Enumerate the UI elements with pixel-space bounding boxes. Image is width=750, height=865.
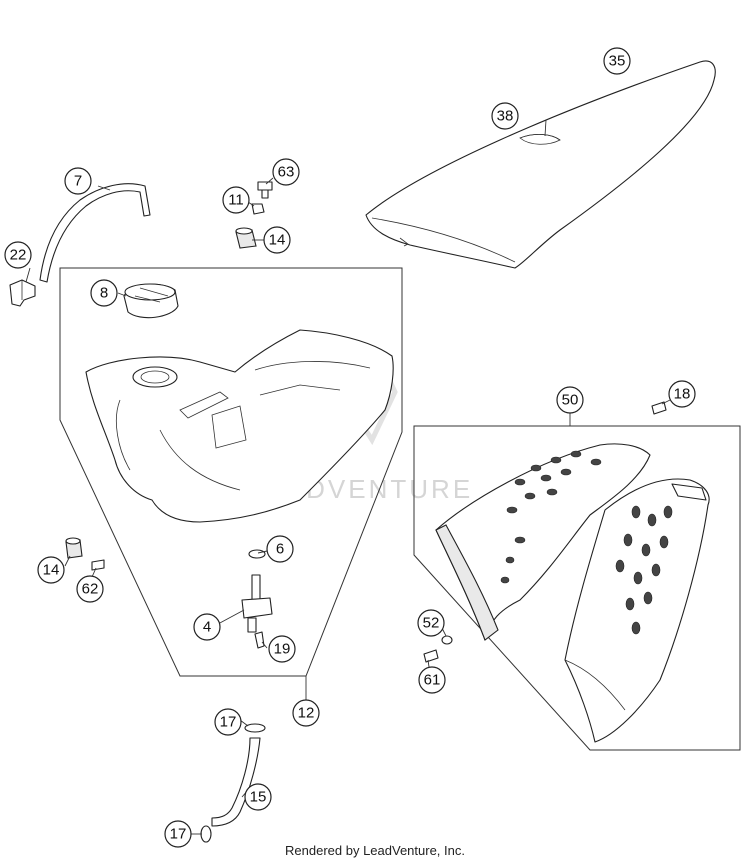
callout-7[interactable]: 7 <box>64 167 92 195</box>
callout-6-label: 6 <box>276 541 284 558</box>
callout-14-left-label: 14 <box>43 562 60 579</box>
callout-62[interactable]: 62 <box>76 575 104 603</box>
callout-50[interactable]: 50 <box>556 386 584 414</box>
side-covers-group-frame <box>413 425 741 751</box>
callout-11-label: 11 <box>228 192 244 209</box>
callout-38[interactable]: 38 <box>491 102 519 130</box>
callout-8[interactable]: 8 <box>90 279 118 307</box>
screw-63-part[interactable] <box>257 181 273 199</box>
callout-11[interactable]: 11 <box>222 186 250 214</box>
callout-17-bottom[interactable]: 17 <box>164 820 192 848</box>
fuel-hose-part[interactable] <box>211 737 261 827</box>
fuel-tap-part[interactable] <box>241 574 273 633</box>
callout-4-label: 4 <box>203 619 211 636</box>
callout-38-label: 38 <box>497 108 514 125</box>
rubber-spacer-14-part[interactable] <box>235 227 257 249</box>
o-ring-part[interactable] <box>248 549 266 559</box>
callout-22[interactable]: 22 <box>4 241 32 269</box>
callout-18-label: 18 <box>674 386 691 403</box>
callout-15-label: 15 <box>250 789 267 806</box>
callout-19-label: 19 <box>274 641 291 658</box>
fuel-cap-part[interactable] <box>123 283 179 319</box>
callout-50-label: 50 <box>562 392 579 409</box>
screw-19-part[interactable] <box>254 631 265 649</box>
callout-18[interactable]: 18 <box>668 380 696 408</box>
right-side-cover-part[interactable] <box>564 478 710 743</box>
callout-62-label: 62 <box>82 581 99 598</box>
callout-63[interactable]: 63 <box>272 158 300 186</box>
callout-17-bottom-label: 17 <box>170 826 187 843</box>
callout-15[interactable]: 15 <box>244 783 272 811</box>
callout-14-left[interactable]: 14 <box>37 556 65 584</box>
callout-7-label: 7 <box>74 173 82 190</box>
screw-61-part[interactable] <box>423 649 439 663</box>
callout-12-label: 12 <box>298 705 315 722</box>
rubber-spacer-14b-part[interactable] <box>65 537 83 559</box>
left-side-cover-part[interactable] <box>435 443 651 641</box>
hose-clamp-17b-part[interactable] <box>200 825 212 843</box>
callout-19[interactable]: 19 <box>268 635 296 663</box>
callout-4[interactable]: 4 <box>193 613 221 641</box>
callout-14-top-label: 14 <box>269 232 286 249</box>
callout-22-label: 22 <box>10 247 27 264</box>
seat-decal-part[interactable] <box>519 134 561 141</box>
callout-17-top-label: 17 <box>220 714 237 731</box>
callout-17-top[interactable]: 17 <box>214 708 242 736</box>
screw-62-part[interactable] <box>91 559 105 571</box>
callout-63-label: 63 <box>278 164 295 181</box>
callout-14-top[interactable]: 14 <box>263 226 291 254</box>
screw-18-part[interactable] <box>651 401 667 415</box>
callout-6[interactable]: 6 <box>266 535 294 563</box>
callout-61[interactable]: 61 <box>418 666 446 694</box>
washer-52-part[interactable] <box>441 635 453 645</box>
callout-52-label: 52 <box>423 615 440 632</box>
callout-8-label: 8 <box>100 285 108 302</box>
nut-11-part[interactable] <box>251 203 265 215</box>
callout-52[interactable]: 52 <box>417 609 445 637</box>
vent-hose-part[interactable] <box>39 183 151 283</box>
render-credit: Rendered by LeadVenture, Inc. <box>285 843 465 858</box>
callout-35-label: 35 <box>609 53 626 70</box>
seat-part[interactable] <box>365 60 716 269</box>
callout-35[interactable]: 35 <box>603 47 631 75</box>
elbow-fitting-part[interactable] <box>9 279 36 307</box>
hose-clamp-17a-part[interactable] <box>244 723 266 733</box>
fuel-tank-part[interactable] <box>85 329 394 523</box>
callout-61-label: 61 <box>424 672 441 689</box>
callout-12[interactable]: 12 <box>292 699 320 727</box>
